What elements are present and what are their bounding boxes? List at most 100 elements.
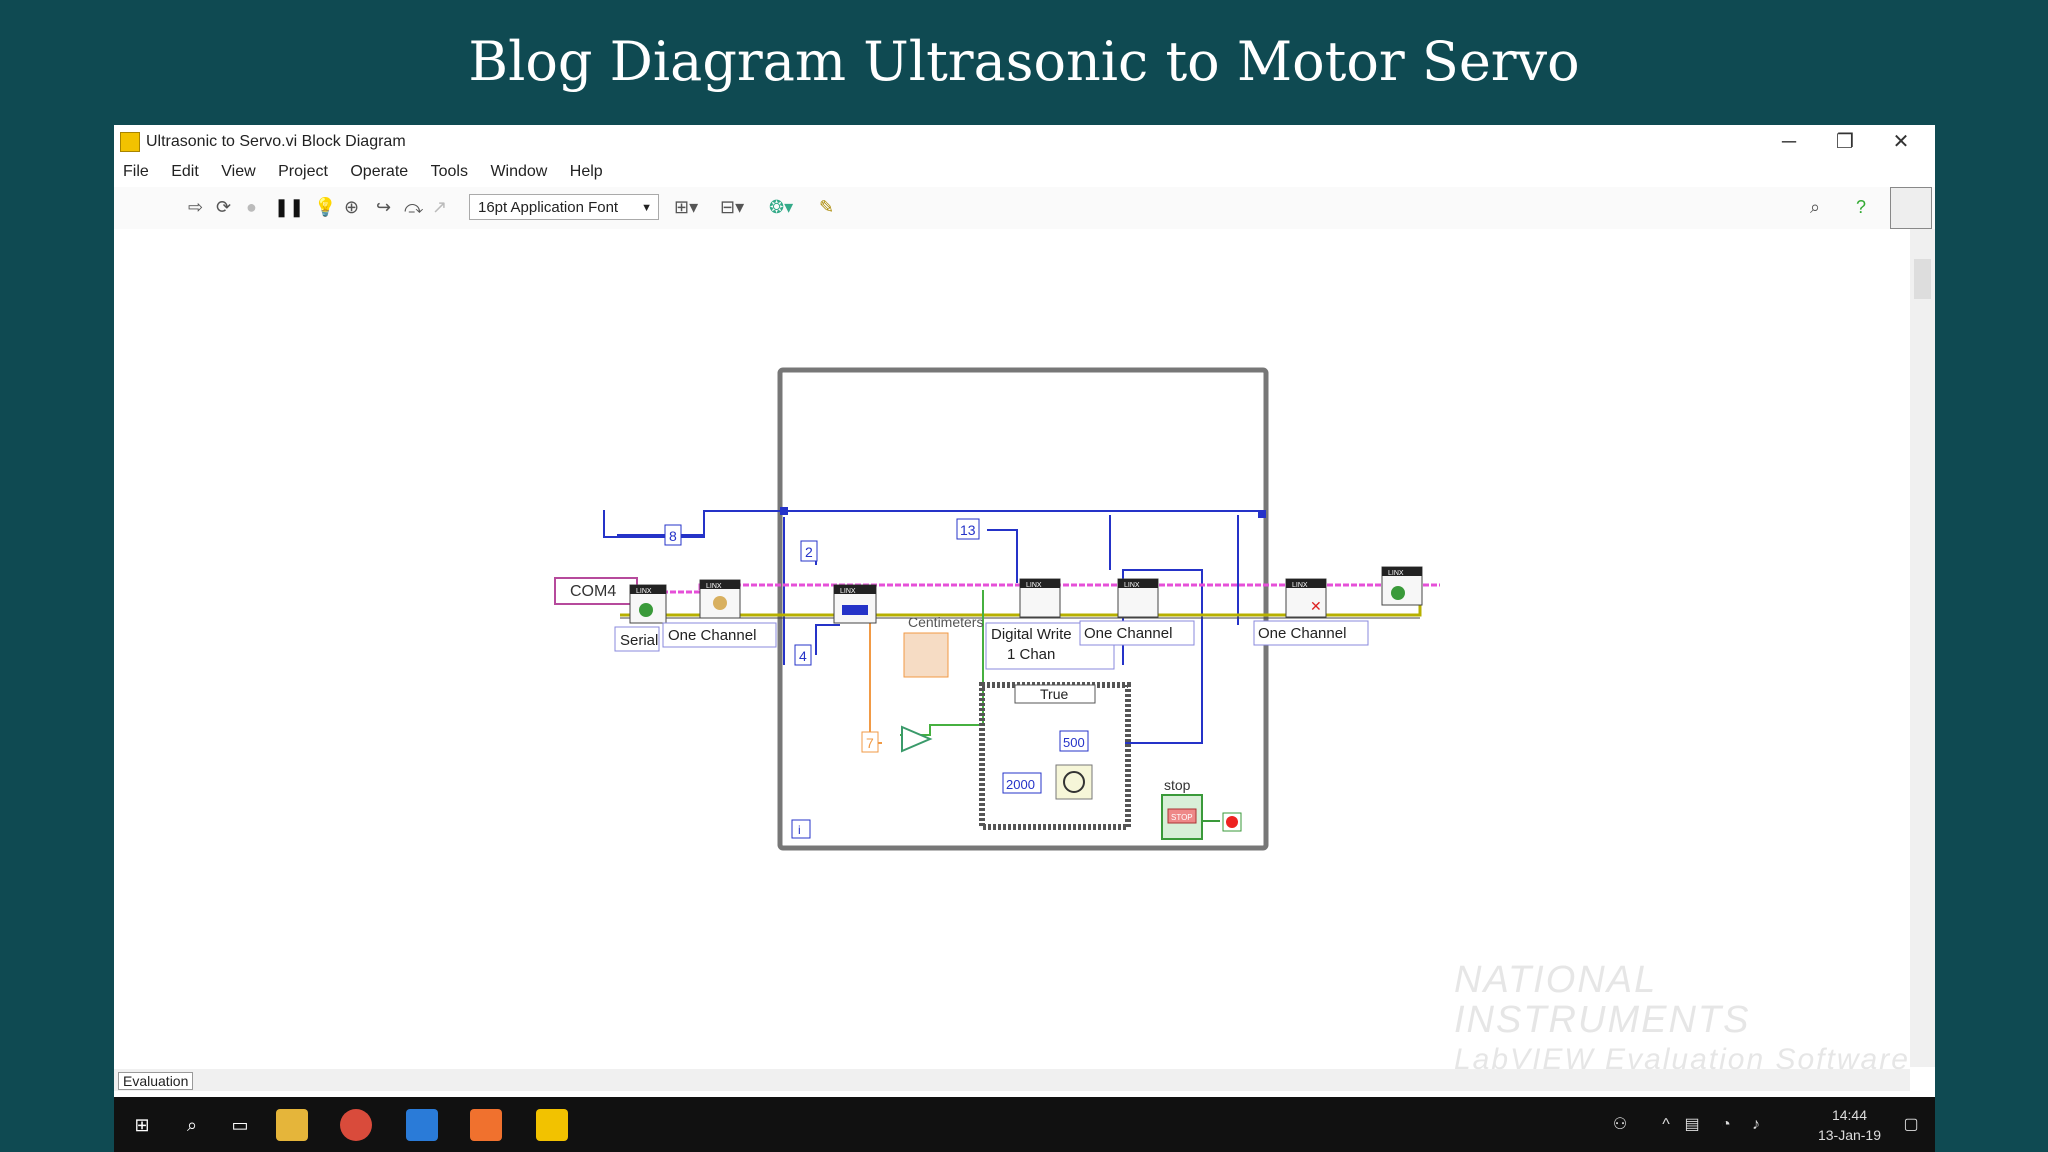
const-13-box[interactable] [956, 518, 980, 540]
powerpoint-icon[interactable] [470, 1109, 502, 1141]
menu-operate[interactable]: Operate [350, 163, 409, 180]
step-out-icon[interactable]: ↗ [432, 197, 448, 217]
com-port-constant[interactable] [554, 577, 638, 605]
const-500-box[interactable] [1059, 730, 1089, 752]
stop-button-face [1167, 808, 1197, 824]
retain-wire-values-icon[interactable]: ⊕ [344, 197, 360, 217]
block-diagram: COM4 LINX LINX LINX LINX LINX LINX ✕ LIN [554, 367, 1440, 851]
restore-button[interactable]: ❐ [1836, 131, 1854, 153]
chrome-icon[interactable] [340, 1109, 372, 1141]
people-icon[interactable]: ⚇ [1612, 1116, 1628, 1133]
menu-view[interactable]: View [221, 163, 256, 180]
search-icon[interactable]: ⌕ [1810, 197, 1821, 217]
menu-project[interactable]: Project [278, 163, 328, 180]
vertical-scroll-thumb[interactable] [1914, 259, 1931, 299]
run-icon[interactable]: ⇨ [188, 197, 204, 217]
vertical-scrollbar[interactable] [1910, 229, 1935, 1067]
case-label: True [1040, 686, 1068, 702]
step-over-icon[interactable]: ⤼ [404, 197, 424, 217]
taskbar-clock[interactable]: 14:44 13-Jan-19 [1818, 1105, 1881, 1145]
digital-write-label-2: 1 Chan [1007, 646, 1055, 663]
task-view-icon[interactable]: ▭ [231, 1115, 249, 1135]
const-4-box[interactable] [794, 644, 812, 666]
linx-servo-block[interactable]: LINX [1117, 578, 1159, 618]
greater-than-node[interactable] [901, 725, 933, 753]
channel-select-2[interactable] [1079, 620, 1195, 646]
linx-ultrasonic-block[interactable]: LINX [833, 584, 877, 624]
linx-write-block[interactable]: LINX [1019, 578, 1061, 618]
centimeters-indicator[interactable] [903, 632, 949, 678]
watermark-line-2: INSTRUMENTS [1454, 999, 1751, 1041]
linx-close-block[interactable]: LINX [1381, 566, 1423, 606]
iteration-terminal [791, 819, 811, 839]
close-button[interactable]: ✕ [1892, 131, 1910, 153]
const-2-box[interactable] [800, 540, 818, 562]
slide-title: Blog Diagram Ultrasonic to Motor Servo [468, 30, 1580, 93]
help-icon[interactable]: ? [1856, 197, 1867, 217]
const-8-box[interactable] [664, 524, 682, 546]
horizontal-scrollbar[interactable]: Evaluation [114, 1069, 1910, 1091]
font-select[interactable]: 16pt Application Font ▼ [469, 194, 659, 220]
cleanup-diagram-icon[interactable]: ✎ [819, 197, 835, 217]
stop-button-text: STOP [1171, 813, 1193, 822]
evaluation-tag: Evaluation [118, 1072, 194, 1090]
stop-condition-icon [1226, 816, 1238, 828]
const-7-box[interactable] [861, 731, 879, 753]
case-selector[interactable] [1014, 684, 1096, 704]
linx-close-servo-text: LINX [1292, 582, 1308, 589]
reorder-icon[interactable]: ❂▾ [769, 197, 794, 217]
volume-icon[interactable]: ♪ [1752, 1116, 1760, 1133]
linx-close-servo-block[interactable]: LINX ✕ [1285, 578, 1327, 618]
abort-icon[interactable]: ● [246, 197, 257, 217]
network-icon[interactable]: ▤ [1684, 1116, 1700, 1133]
wire-blue-top [603, 510, 705, 538]
linx-servo-text: LINX [1124, 582, 1140, 589]
minimize-button[interactable]: ─ [1781, 131, 1797, 153]
linx-open-block[interactable]: LINX [629, 584, 667, 624]
channel-select-1[interactable] [662, 622, 777, 648]
const-8: 8 [669, 528, 677, 544]
com-port-value: COM4 [570, 583, 616, 600]
channel-select-3[interactable] [1253, 620, 1369, 646]
clock-icon [1063, 771, 1085, 793]
font-select-value: 16pt Application Font [478, 199, 619, 216]
search-icon[interactable]: ⌕ [186, 1115, 198, 1135]
run-continuously-icon[interactable]: ⟳ [216, 197, 232, 217]
while-loop[interactable] [777, 367, 1269, 851]
vi-icon[interactable] [1890, 187, 1932, 229]
watermark-line-1: NATIONAL [1454, 959, 1658, 1001]
const-500: 500 [1063, 735, 1085, 750]
step-into-icon[interactable]: ↪ [376, 197, 392, 217]
labview-app-icon [120, 132, 140, 152]
notifications-icon[interactable]: ▢ [1903, 1116, 1919, 1133]
wire-blue-loop [703, 510, 1263, 665]
wait-ms-node[interactable] [1055, 764, 1093, 800]
menu-help[interactable]: Help [569, 163, 603, 180]
channel-label-1: One Channel [668, 627, 756, 644]
windows-start-icon[interactable]: ⊞ [134, 1115, 150, 1135]
case-structure[interactable] [979, 682, 1131, 830]
labview-taskbar-icon[interactable] [536, 1109, 568, 1141]
highlight-execution-icon[interactable]: 💡 [314, 197, 337, 217]
tunnel-right [1258, 510, 1266, 518]
serial-label-box [614, 626, 660, 652]
menu-tools[interactable]: Tools [430, 163, 468, 180]
pause-icon[interactable]: ❚❚ [274, 197, 305, 217]
align-objects-icon[interactable]: ⊞▾ [674, 197, 699, 217]
linx-close-text: LINX [1388, 570, 1404, 577]
window-title: Ultrasonic to Servo.vi Block Diagram [146, 133, 406, 150]
menu-edit[interactable]: Edit [171, 163, 199, 180]
const-4: 4 [799, 648, 807, 664]
file-explorer-icon[interactable] [276, 1109, 308, 1141]
const-2000-box[interactable] [1002, 772, 1042, 794]
distribute-objects-icon[interactable]: ⊟▾ [720, 197, 745, 217]
channel-label-3: One Channel [1258, 625, 1346, 642]
channel-label-2: One Channel [1084, 625, 1172, 642]
chevron-up-icon[interactable]: ^ [1662, 1116, 1670, 1133]
wifi-icon[interactable]: ◔ [1721, 1116, 1731, 1133]
word-icon[interactable] [406, 1109, 438, 1141]
linx-digital-block[interactable]: LINX [699, 579, 741, 619]
menu-window[interactable]: Window [490, 163, 548, 180]
menu-file[interactable]: File [123, 163, 149, 180]
const-13: 13 [960, 522, 976, 538]
